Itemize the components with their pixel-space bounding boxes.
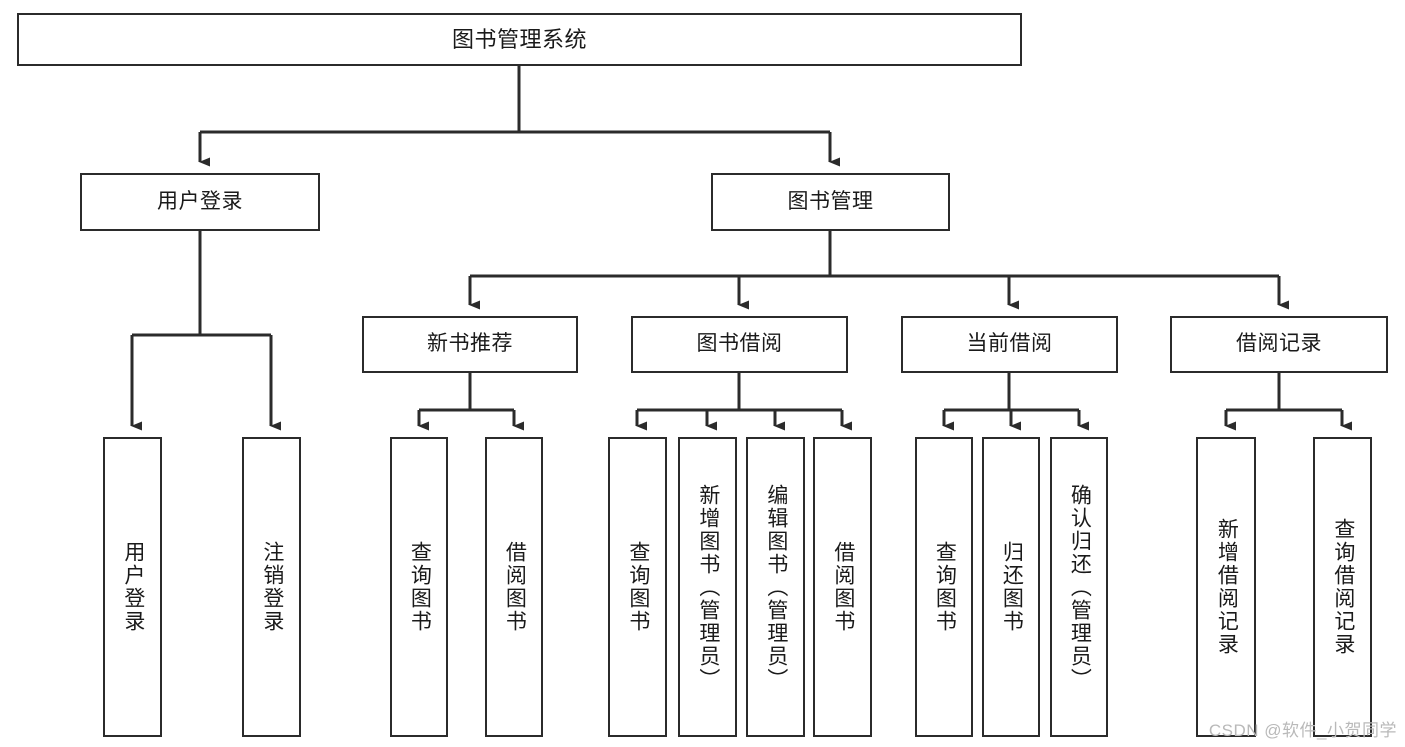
node-label-leaf-borrow-book-bb: 借阅图书 bbox=[831, 541, 855, 633]
node-label-borrow-record: 借阅记录 bbox=[1236, 332, 1322, 356]
node-leaf-edit-book[interactable]: 编辑图书（管理员） bbox=[746, 437, 805, 737]
node-leaf-logout[interactable]: 注销登录 bbox=[242, 437, 301, 737]
node-leaf-add-record[interactable]: 新增借阅记录 bbox=[1196, 437, 1256, 737]
node-label-current-borrow: 当前借阅 bbox=[966, 332, 1053, 356]
node-label-leaf-query-book-bb: 查询图书 bbox=[626, 541, 650, 633]
node-label-leaf-add-book: 新增图书（管理员） bbox=[696, 483, 720, 691]
node-label-leaf-confirm-return: 确认归还（管理员） bbox=[1068, 483, 1092, 691]
node-leaf-borrow-book-rec[interactable]: 借阅图书 bbox=[485, 437, 543, 737]
node-label-leaf-query-book-cb: 查询图书 bbox=[933, 541, 957, 633]
node-leaf-confirm-return[interactable]: 确认归还（管理员） bbox=[1050, 437, 1108, 737]
node-label-leaf-borrow-book-rec: 借阅图书 bbox=[503, 541, 527, 633]
node-root[interactable]: 图书管理系统 bbox=[17, 13, 1022, 66]
node-book-manage[interactable]: 图书管理 bbox=[711, 173, 950, 231]
node-leaf-borrow-book-bb[interactable]: 借阅图书 bbox=[813, 437, 872, 737]
node-new-book-rec[interactable]: 新书推荐 bbox=[362, 316, 578, 373]
node-leaf-add-book[interactable]: 新增图书（管理员） bbox=[678, 437, 737, 737]
node-label-leaf-user-login: 用户登录 bbox=[121, 541, 145, 633]
node-leaf-query-book-bb[interactable]: 查询图书 bbox=[608, 437, 667, 737]
node-leaf-query-record[interactable]: 查询借阅记录 bbox=[1313, 437, 1372, 737]
node-label-leaf-query-record: 查询借阅记录 bbox=[1331, 518, 1355, 656]
node-label-user-login: 用户登录 bbox=[157, 189, 243, 213]
node-label-new-book-rec: 新书推荐 bbox=[427, 332, 513, 356]
node-label-leaf-logout: 注销登录 bbox=[260, 541, 284, 633]
node-current-borrow[interactable]: 当前借阅 bbox=[901, 316, 1118, 373]
node-leaf-return-book[interactable]: 归还图书 bbox=[982, 437, 1040, 737]
node-label-root: 图书管理系统 bbox=[451, 26, 587, 52]
node-leaf-query-book-cb[interactable]: 查询图书 bbox=[915, 437, 973, 737]
node-label-leaf-edit-book: 编辑图书（管理员） bbox=[764, 483, 788, 691]
node-label-book-manage: 图书管理 bbox=[787, 189, 874, 213]
node-leaf-user-login[interactable]: 用户登录 bbox=[103, 437, 162, 737]
node-label-leaf-add-record: 新增借阅记录 bbox=[1215, 518, 1239, 656]
node-label-book-borrow: 图书借阅 bbox=[696, 332, 783, 356]
node-label-leaf-return-book: 归还图书 bbox=[1000, 541, 1024, 633]
node-user-login[interactable]: 用户登录 bbox=[80, 173, 320, 231]
node-leaf-query-book-rec[interactable]: 查询图书 bbox=[390, 437, 448, 737]
node-book-borrow[interactable]: 图书借阅 bbox=[631, 316, 848, 373]
node-label-leaf-query-book-rec: 查询图书 bbox=[408, 541, 432, 633]
node-borrow-record[interactable]: 借阅记录 bbox=[1170, 316, 1388, 373]
